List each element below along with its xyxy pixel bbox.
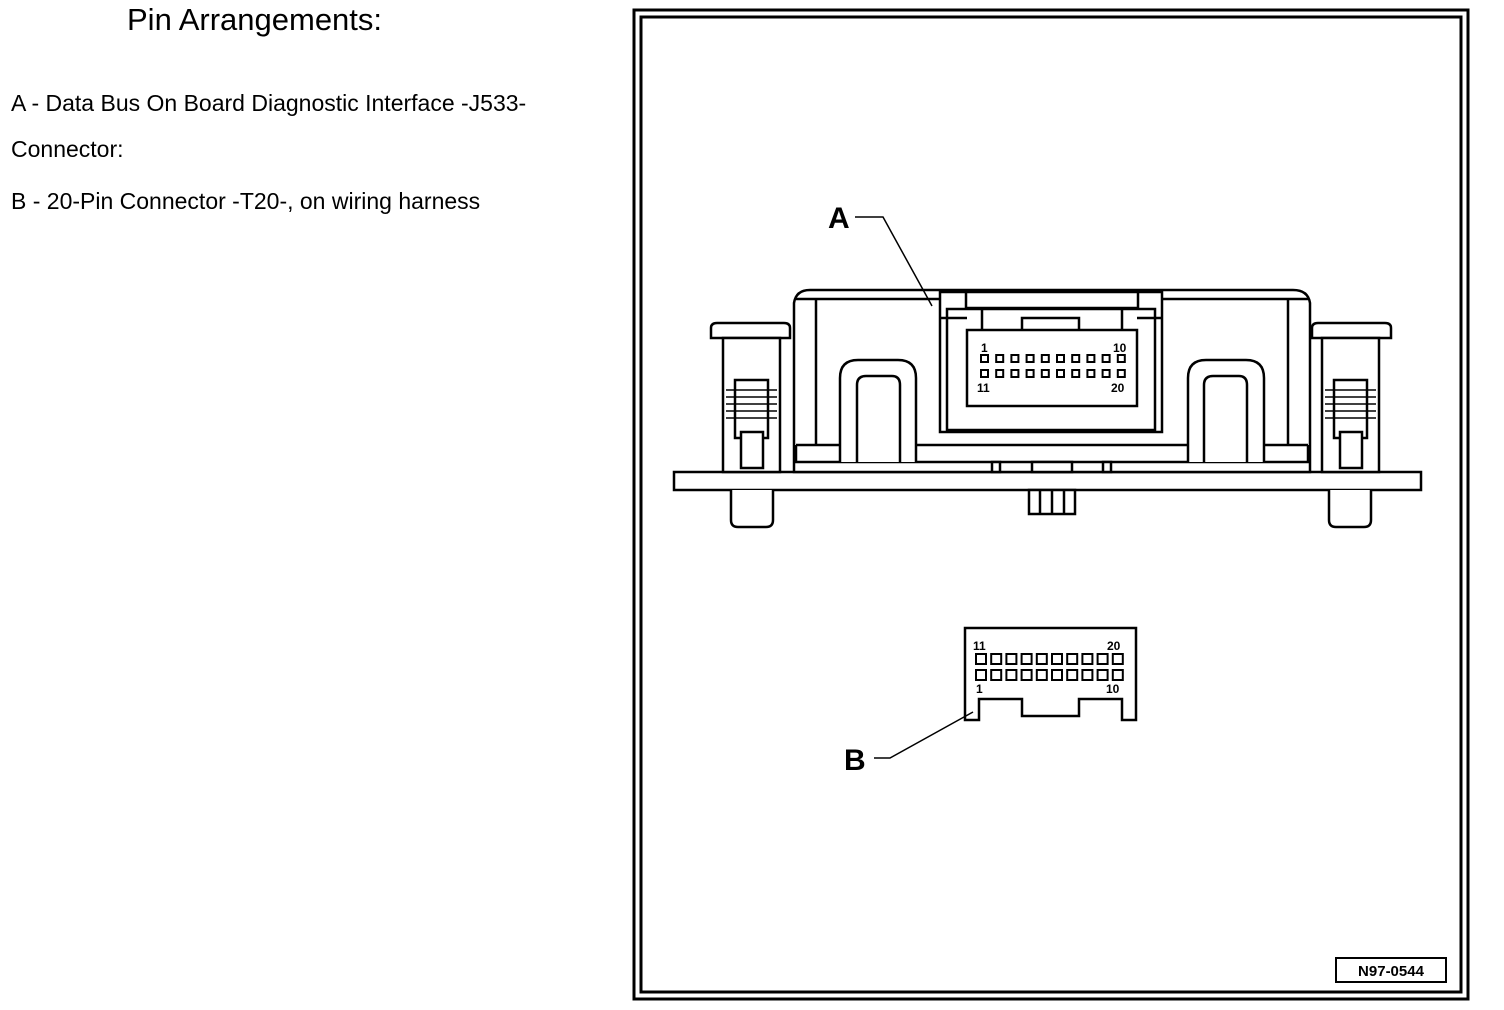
connector-a-drawing <box>672 288 1423 529</box>
connector-b-pin-cell <box>1066 669 1079 681</box>
legend-item-b: B - 20-Pin Connector -T20-, on wiring ha… <box>11 188 481 214</box>
connector-b-pin-cell <box>975 669 987 681</box>
connector-b-pin-cell <box>975 653 987 665</box>
connector-b-pin-cell <box>1051 653 1063 665</box>
connector-a-pin-cell <box>980 369 989 378</box>
figure-frame-outer <box>632 8 1470 1001</box>
connector-a-pin-cell <box>995 369 1005 378</box>
connector-b-pin-cell <box>1020 653 1033 665</box>
figure-id-box <box>1335 957 1447 983</box>
connector-b-pin-label-10: 10 <box>1106 682 1120 696</box>
connector-b-drawing <box>963 626 1138 722</box>
legend-item-a-line2: Connector: <box>11 136 124 162</box>
connector-b-pin-cell <box>1081 669 1094 681</box>
connector-b-pin-label-20: 20 <box>1107 639 1121 653</box>
connector-a-pin-label-20: 20 <box>1111 381 1125 395</box>
connector-diagram: 1 10 11 20 A 11 20 1 10 B N97-0544 <box>632 8 1470 1001</box>
connector-a-pin-label-1: 1 <box>981 341 988 355</box>
connector-a-pin-cell <box>1071 354 1081 363</box>
connector-a-pin-grid <box>980 354 1126 378</box>
page-title: Pin Arrangements: <box>127 2 383 37</box>
legend-item-a-line1: A - Data Bus On Board Diagnostic Interfa… <box>11 90 527 116</box>
connector-a-pin-cell <box>1010 354 1020 363</box>
callout-leader-a <box>855 216 933 307</box>
connector-b-pin-cell <box>1035 669 1048 681</box>
figure-id: N97-0544 <box>1358 963 1425 980</box>
callout-leader-b <box>874 711 974 759</box>
clip-hatching <box>726 389 1376 419</box>
connector-b-pin-cell <box>1066 653 1079 665</box>
callout-label-a: A <box>828 202 850 235</box>
connector-a-pin-cell <box>1086 354 1096 363</box>
connector-a-pin-cell <box>1116 369 1126 378</box>
connector-a-pin-cell <box>1025 354 1035 363</box>
connector-a-pin-cell <box>1071 369 1081 378</box>
connector-b-pin-cell <box>1096 653 1109 665</box>
connector-a-pin-cell <box>1116 354 1126 363</box>
connector-a-pin-cell <box>1086 369 1096 378</box>
connector-b-pin-cell <box>1020 669 1033 681</box>
connector-b-pin-cell <box>1035 653 1048 665</box>
connector-a-pin-cell <box>980 354 989 363</box>
connector-a-pin-cell <box>1056 354 1065 363</box>
connector-b-pin-cell <box>990 669 1003 681</box>
connector-b-pin-cell <box>1051 669 1063 681</box>
connector-b-pin-cell <box>1005 653 1018 665</box>
connector-b-pin-cell <box>1096 669 1109 681</box>
connector-b-pin-cell <box>1111 669 1124 681</box>
connector-b-pin-grid <box>975 653 1124 681</box>
connector-a-pin-cell <box>1056 369 1065 378</box>
connector-a-pin-cell <box>1101 369 1111 378</box>
figure-frame-inner <box>639 15 1463 994</box>
connector-a-pin-cell <box>1010 369 1020 378</box>
connector-a-pin-cell <box>1040 354 1050 363</box>
connector-a-pin-cell <box>1025 369 1035 378</box>
connector-b-pin-cell <box>1081 653 1094 665</box>
connector-b-pin-label-11: 11 <box>973 639 986 653</box>
connector-b-pin-label-1: 1 <box>976 682 983 696</box>
callout-label-b: B <box>844 744 866 777</box>
connector-a-pin-cell <box>1040 369 1050 378</box>
connector-a-pin-label-11: 11 <box>977 381 990 395</box>
connector-a-pin-label-10: 10 <box>1113 341 1127 355</box>
connector-a-pin-cell <box>995 354 1005 363</box>
connector-b-pin-cell <box>990 653 1003 665</box>
connector-b-pin-cell <box>1111 653 1124 665</box>
connector-a-pin-cell <box>1101 354 1111 363</box>
connector-b-pin-cell <box>1005 669 1018 681</box>
